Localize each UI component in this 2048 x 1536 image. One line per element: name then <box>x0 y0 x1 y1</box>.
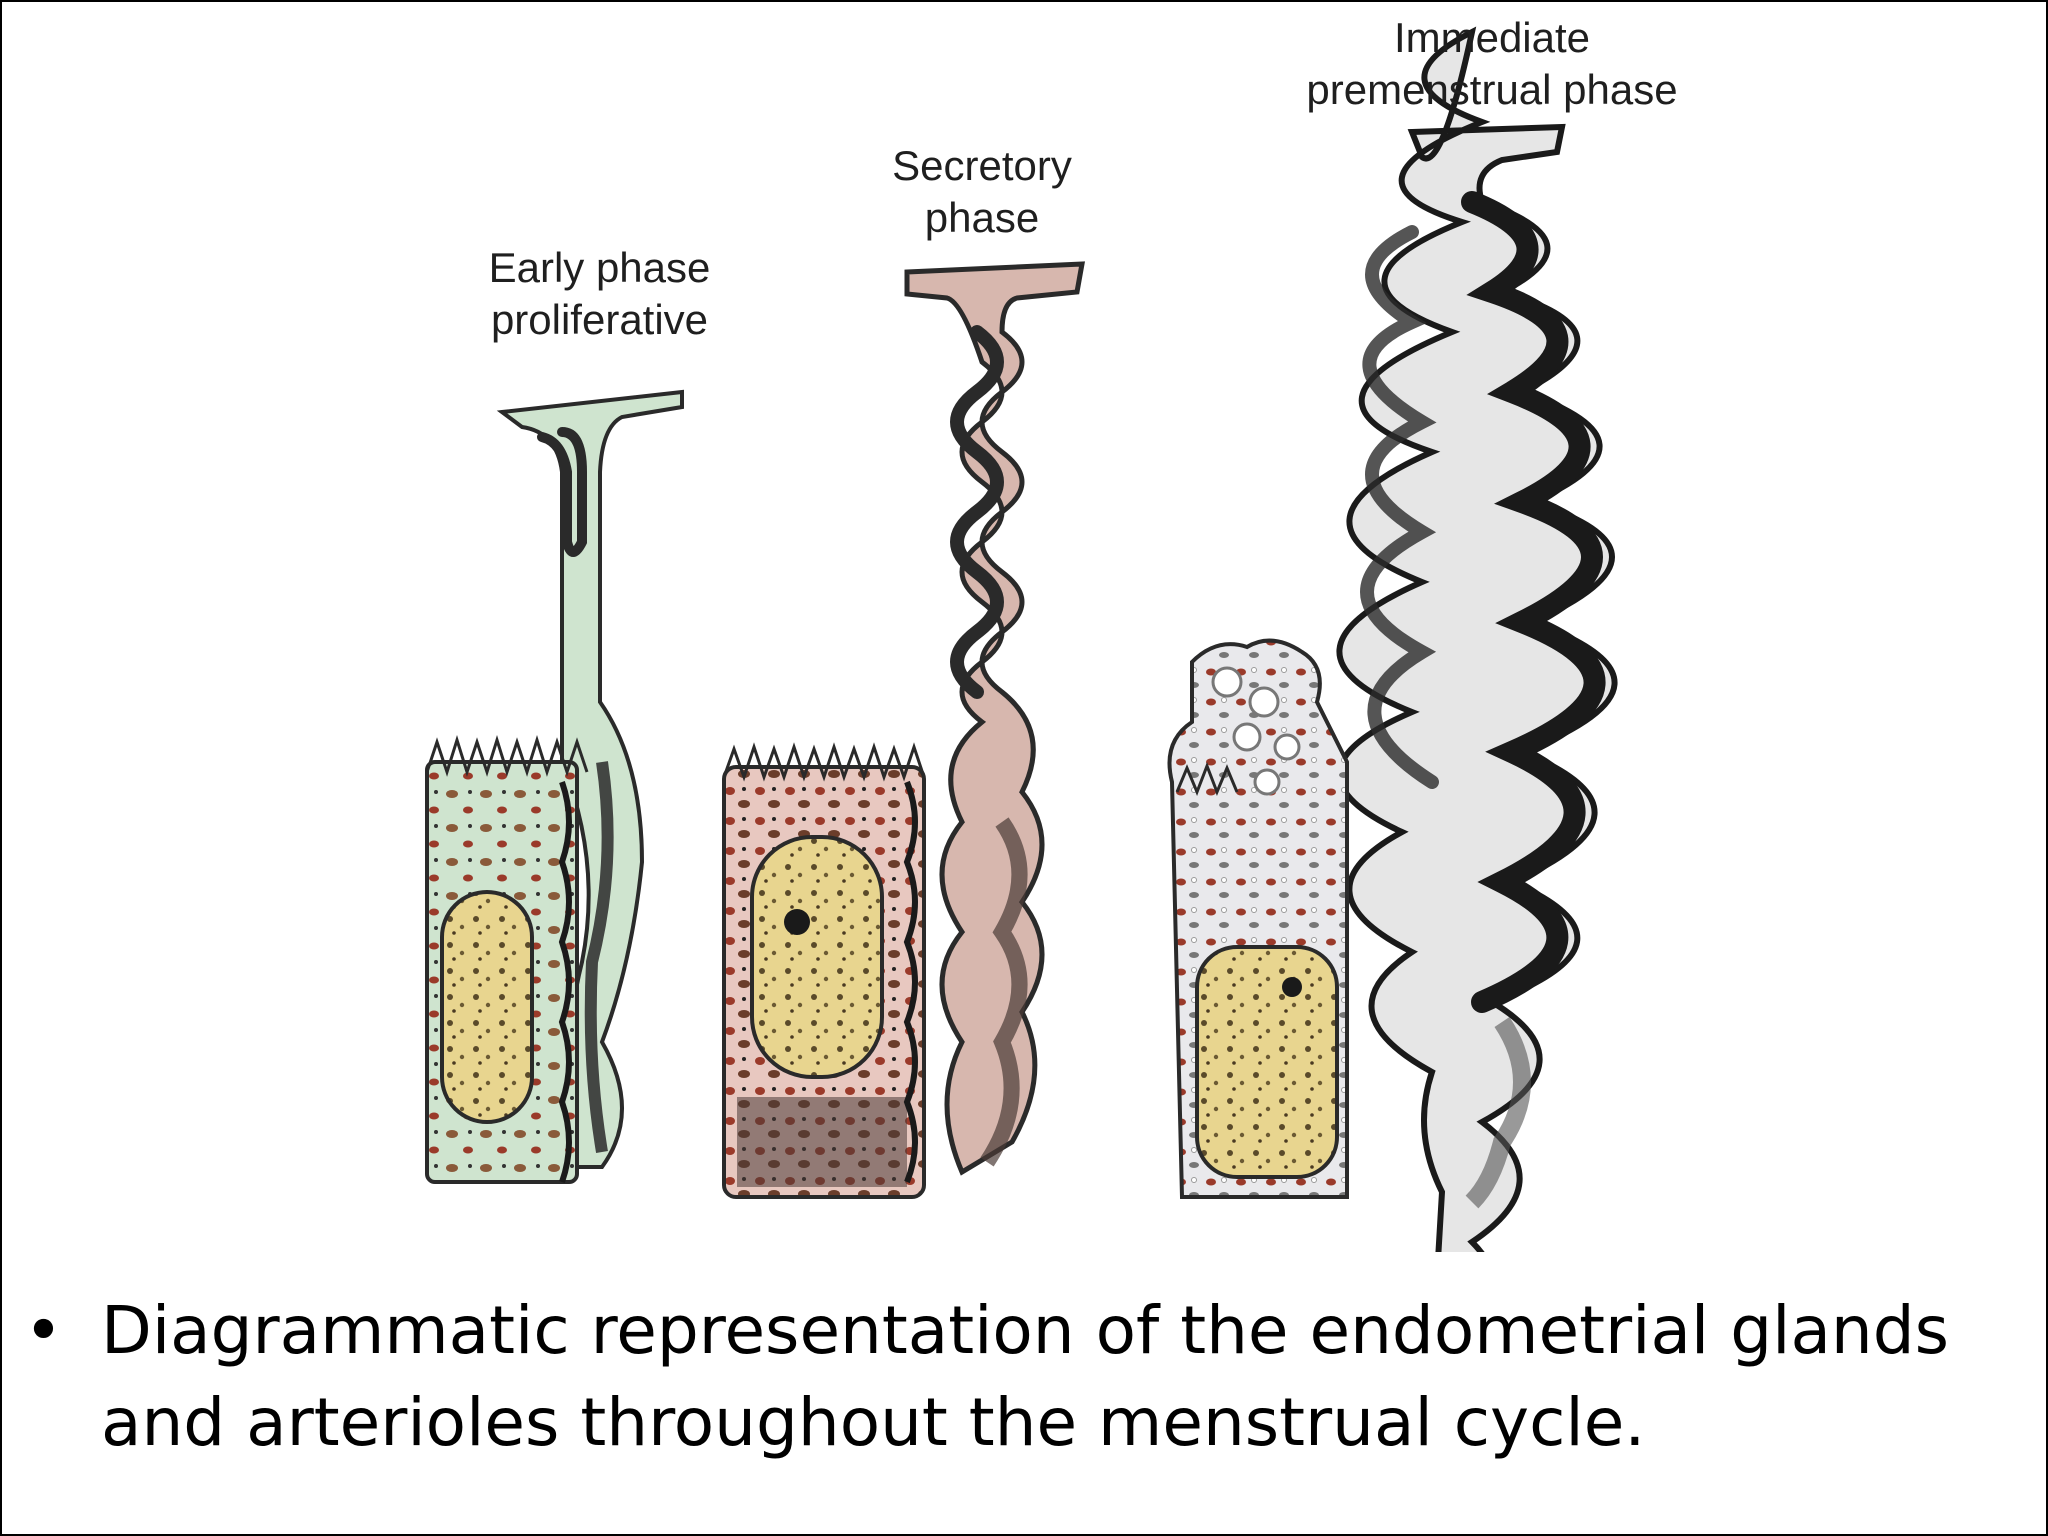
label-premenstrual: Immediate premenstrual phase <box>1272 12 1712 116</box>
label-premenstrual-line-2: premenstrual phase <box>1306 66 1678 113</box>
premenstrual-gland <box>1336 26 1618 1368</box>
early-proliferative-gland <box>496 389 684 1169</box>
secretory-cell <box>722 742 926 1199</box>
label-secretory-line-2: phase <box>924 194 1040 241</box>
label-secretory-line-1: Secretory <box>892 142 1072 189</box>
endometrial-glands-diagram: Early phase proliferative Secretory phas… <box>2 2 2046 1368</box>
label-early-line-1: Early phase <box>488 244 711 291</box>
bullet-icon: • <box>24 1292 63 1369</box>
premenstrual-cell <box>1167 638 1349 1199</box>
label-early-proliferative: Early phase proliferative <box>452 242 747 346</box>
label-premenstrual-line-1: Immediate <box>1393 14 1591 61</box>
label-secretory: Secretory phase <box>857 140 1107 244</box>
label-early-line-2: proliferative <box>490 296 709 343</box>
secretory-gland <box>904 261 1086 1176</box>
early-proliferative-cell <box>425 734 589 1184</box>
caption-text: Diagrammatic representation of the endom… <box>101 1292 1949 1461</box>
